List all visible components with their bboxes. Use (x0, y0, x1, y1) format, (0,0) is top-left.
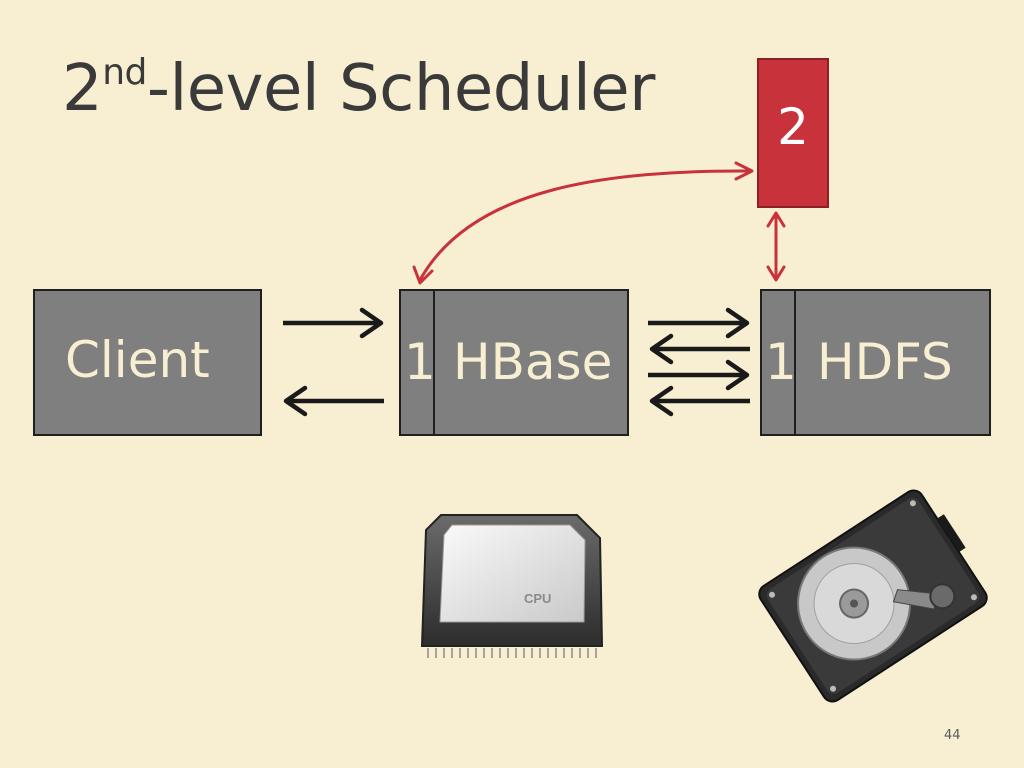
hdfs-slot-label: 1 (765, 333, 797, 391)
hbase-scheduler-slot (399, 289, 435, 435)
hdfs-to-hbase-arrow-1 (649, 333, 750, 365)
client-label: Client (65, 331, 210, 389)
cpu-chip-icon (420, 514, 604, 658)
hdfs-to-hbase-arrow-2 (649, 385, 750, 417)
client-to-hbase-arrow (283, 307, 384, 339)
scheduler-label: 2 (777, 98, 809, 156)
hdfs-box: 1 HDFS (760, 289, 991, 436)
second-level-scheduler-box: 2 (757, 58, 829, 208)
hard-disk-icon (758, 489, 988, 703)
scheduler-hdfs-vertical-arrow (766, 211, 786, 282)
hbase-box: 1 HBase (399, 289, 629, 436)
title-main: 2 (62, 52, 103, 126)
title-rest: -level Scheduler (146, 52, 656, 126)
hbase-to-client-arrow (283, 385, 384, 417)
title-superscript: nd (102, 52, 147, 93)
hbase-label: HBase (453, 333, 613, 391)
cpu-label: CPU (524, 591, 551, 606)
page-number: 44 (944, 728, 961, 743)
scheduler-hbase-curved-arrow (412, 161, 754, 285)
hbase-to-hdfs-arrow-1 (648, 307, 750, 339)
hbase-to-hdfs-arrow-2 (648, 359, 750, 391)
hdfs-label: HDFS (817, 333, 953, 391)
hbase-slot-label: 1 (404, 333, 436, 391)
hdfs-scheduler-slot (760, 289, 796, 435)
client-box: Client (33, 289, 262, 436)
slide-title: 2nd-level Scheduler (62, 52, 655, 126)
